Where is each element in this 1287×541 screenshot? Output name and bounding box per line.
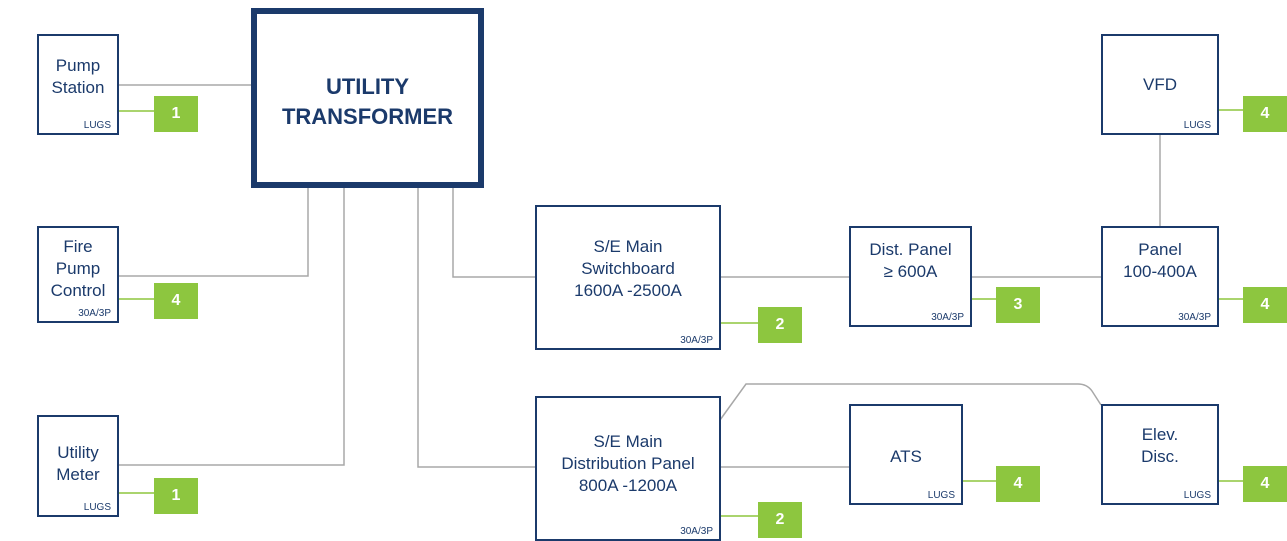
node-label: Elev. Disc. (1141, 425, 1179, 466)
node-label: Fire Pump Control (50, 237, 106, 300)
badge-4: 4 (1243, 287, 1287, 323)
ats-box: ATS LUGS (849, 404, 963, 505)
utility-meter-box: Utility Meter LUGS (37, 415, 119, 517)
utility-transformer-label: UTILITY TRANSFORMER (281, 74, 454, 129)
badge-4: 4 (996, 466, 1040, 502)
badge-2: 2 (758, 307, 802, 343)
rating-label: LUGS (1183, 490, 1211, 501)
node-label: S/E Main Switchboard 1600A -2500A (574, 237, 682, 300)
badge-1: 1 (154, 96, 198, 132)
elev-disc-box: Elev. Disc. LUGS (1101, 404, 1219, 505)
rating-label: 30A/3P (931, 312, 964, 323)
rating-label: LUGS (927, 490, 955, 501)
wire-transformer-distribution-panel (417, 188, 535, 468)
wire-transformer-switchboard (452, 188, 535, 278)
wire-distribution-panel-elev-disc (719, 383, 1102, 421)
badge-2: 2 (758, 502, 802, 538)
badge-1: 1 (154, 478, 198, 514)
badge-4: 4 (1243, 96, 1287, 132)
badge-4: 4 (154, 283, 198, 319)
panel-100-400a-box: Panel 100-400A 30A/3P (1101, 226, 1219, 327)
pump-station-box: Pump Station LUGS (37, 34, 119, 135)
rating-label: LUGS (83, 120, 111, 131)
node-label: Pump Station (51, 56, 105, 97)
badge-4: 4 (1243, 466, 1287, 502)
node-label: Utility Meter (56, 443, 100, 484)
badge-3: 3 (996, 287, 1040, 323)
node-label: ATS (890, 447, 922, 466)
se-main-distribution-panel-box: S/E Main Distribution Panel 800A -1200A … (535, 396, 721, 541)
node-label: Panel 100-400A (1123, 240, 1197, 281)
utility-transformer-box: UTILITY TRANSFORMER (251, 8, 484, 188)
vfd-box: VFD LUGS (1101, 34, 1219, 135)
rating-label: 30A/3P (78, 308, 111, 319)
rating-label: 30A/3P (680, 526, 713, 537)
wire-transformer-utility-meter (118, 188, 345, 466)
node-label: VFD (1143, 75, 1177, 94)
rating-label: 30A/3P (680, 335, 713, 346)
rating-label: LUGS (83, 502, 111, 513)
node-label: Dist. Panel ≥ 600A (869, 240, 952, 281)
dist-panel-box: Dist. Panel ≥ 600A 30A/3P (849, 226, 972, 327)
fire-pump-control-box: Fire Pump Control 30A/3P (37, 226, 119, 323)
rating-label: 30A/3P (1178, 312, 1211, 323)
rating-label: LUGS (1183, 120, 1211, 131)
se-main-switchboard-box: S/E Main Switchboard 1600A -2500A 30A/3P (535, 205, 721, 350)
node-label: S/E Main Distribution Panel 800A -1200A (561, 432, 695, 495)
wire-transformer-fire-pump (118, 188, 309, 277)
